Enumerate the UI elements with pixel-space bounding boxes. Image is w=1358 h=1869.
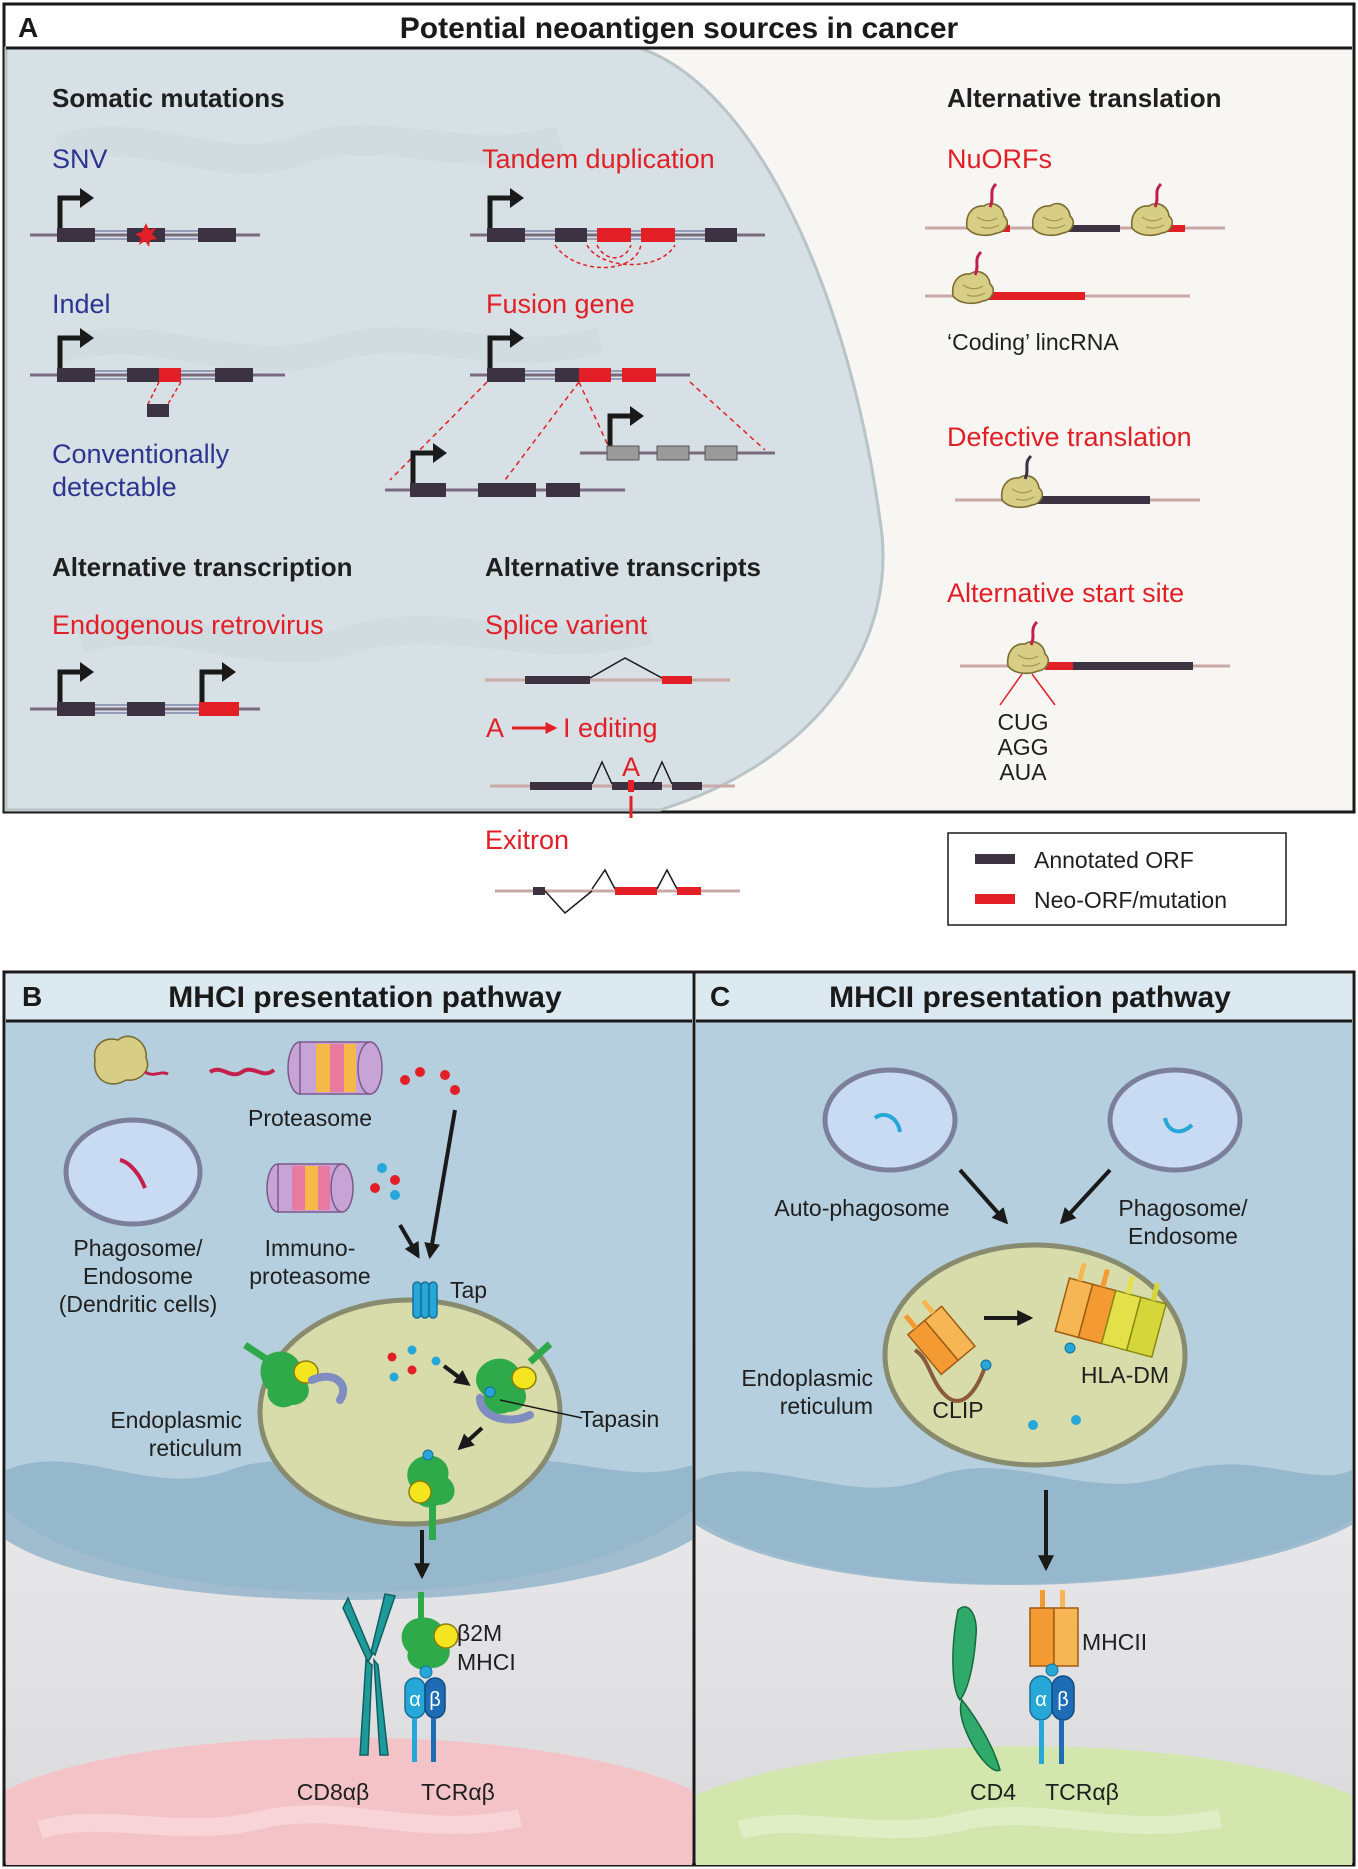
immunoproteasome-label-2: proteasome (249, 1263, 370, 1289)
mhci-label: MHCI (457, 1649, 516, 1675)
hla-dm-label: HLA-DM (1081, 1362, 1169, 1388)
panel-c: C MHCII presentation pathway Auto-phagos… (692, 970, 1356, 1867)
ribosome-icon (93, 1035, 169, 1085)
tcr-c-alpha: α (1035, 1689, 1047, 1711)
defective-translation-label: Defective translation (947, 422, 1192, 452)
cd4-label: CD4 (970, 1779, 1016, 1805)
splice-variant-label: Splice varient (485, 610, 648, 640)
immunoproteasome-label-1: Immuno- (265, 1235, 356, 1261)
splice-variant-diagram (485, 657, 730, 684)
tcr-b-beta: β (429, 1689, 441, 1711)
editing-diagram (490, 760, 735, 818)
tcr-b-icon (404, 1677, 446, 1762)
mhci-surface-icon (401, 1592, 459, 1679)
nuorfs-diagram (925, 182, 1225, 237)
tcr-c-beta: β (1057, 1689, 1069, 1711)
exitron-label: Exitron (485, 825, 569, 855)
lincrna-diagram (925, 250, 1190, 305)
phagosome-b-label-3: (Dendritic cells) (59, 1291, 217, 1317)
cd8-label: CD8αβ (297, 1779, 370, 1805)
phagosome-b-label-1: Phagosome/ (73, 1235, 203, 1261)
mhci-exiting-icon (407, 1449, 455, 1540)
phagosome-c-label-1: Phagosome/ (1118, 1195, 1248, 1221)
legend-neo-label: Neo-ORF/mutation (1034, 887, 1227, 913)
somatic-mutations-heading: Somatic mutations (52, 83, 285, 113)
codon-agg: AGG (997, 734, 1048, 760)
er-b-label-1: Endoplasmic (110, 1407, 242, 1433)
codon-cug: CUG (997, 709, 1048, 735)
clip-label: CLIP (932, 1397, 983, 1423)
tap-icon (412, 1281, 438, 1319)
peptide-icon (208, 1067, 276, 1077)
er-b (257, 1297, 563, 1527)
erv-label: Endogenous retrovirus (52, 610, 324, 640)
tapasin-label: Tapasin (580, 1406, 659, 1432)
cd8-icon (342, 1593, 396, 1756)
autophagosome-label: Auto-phagosome (774, 1195, 949, 1221)
fusion-gene-diagram (385, 328, 775, 497)
conventionally-label: Conventionally (52, 439, 230, 469)
snv-label: SNV (52, 144, 108, 174)
proteasome-label: Proteasome (248, 1105, 372, 1131)
codon-aua: AUA (999, 759, 1047, 785)
legend: Annotated ORF Neo-ORF/mutation (947, 832, 1287, 926)
mhci-er-right-icon (476, 1341, 553, 1424)
edit-mark-a: A (622, 752, 640, 782)
mhcii-surface-icon (1029, 1590, 1079, 1677)
panel-c-title: MHCII presentation pathway (829, 981, 1231, 1014)
panel-a: A Potential neoantigen sources in cancer… (2, 2, 1356, 926)
detectable-label: detectable (52, 472, 177, 502)
legend-annotated-label: Annotated ORF (1034, 847, 1194, 873)
autophagosome-icon (822, 1067, 958, 1173)
indel-label: Indel (52, 289, 111, 319)
er-b-label-2: reticulum (149, 1435, 242, 1461)
fusion-gene-label: Fusion gene (486, 289, 635, 319)
mhci-er-left-icon (243, 1342, 348, 1408)
snv-gene-diagram (30, 188, 260, 247)
panel-a-title: Potential neoantigen sources in cancer (400, 12, 959, 45)
editing-a-label: A (486, 713, 504, 743)
tcr-b-alpha: α (409, 1689, 421, 1711)
lincrna-label: ‘Coding’ lincRNA (947, 329, 1119, 355)
tandem-duplication-diagram (470, 188, 765, 269)
phagosome-b-label-2: Endosome (83, 1263, 193, 1289)
cd4-icon (952, 1606, 1001, 1772)
alt-translation-heading: Alternative translation (947, 83, 1222, 113)
panel-b-letter: B (22, 981, 42, 1012)
alt-transcription-heading: Alternative transcription (52, 552, 353, 582)
mhcii-label: MHCII (1082, 1629, 1147, 1655)
panel-c-letter: C (710, 981, 730, 1012)
tap-label: Tap (450, 1277, 487, 1303)
tcr-b-label: TCRαβ (421, 1779, 495, 1805)
phagosome-c-icon (1107, 1067, 1243, 1173)
cell-body (4, 46, 885, 812)
alt-start-site-label: Alternative start site (947, 578, 1184, 608)
alt-transcripts-heading: Alternative transcripts (485, 552, 761, 582)
phagosome-b-icon (63, 1117, 203, 1227)
proteasome-icon (287, 1041, 383, 1095)
er-c-label-2: reticulum (780, 1393, 873, 1419)
tcr-c-icon (1029, 1675, 1075, 1764)
legend-neo-swatch (975, 894, 1015, 904)
editing-rest-label: I editing (563, 713, 658, 743)
snv-star-icon (135, 223, 157, 247)
nuorfs-label: NuORFs (947, 144, 1052, 174)
mhcii-clip-icon (903, 1299, 992, 1403)
immunoproteasome-icon (266, 1163, 354, 1213)
panel-b: B MHCI presentation pathway Proteasome P… (2, 970, 696, 1867)
legend-annotated-swatch (975, 854, 1015, 864)
tandem-duplication-label: Tandem duplication (482, 144, 715, 174)
er-c-label-1: Endoplasmic (741, 1365, 873, 1391)
defective-translation-diagram (955, 454, 1200, 509)
alt-start-diagram (960, 620, 1230, 706)
tcr-c-label: TCRαβ (1045, 1779, 1119, 1805)
phagosome-c-label-2: Endosome (1128, 1223, 1238, 1249)
panel-b-title: MHCI presentation pathway (168, 981, 562, 1014)
erv-diagram (30, 662, 260, 716)
exitron-diagram (495, 868, 740, 915)
panel-a-letter: A (18, 12, 38, 43)
hla-dm-icon (1054, 1262, 1167, 1359)
b2m-label: β2M (457, 1620, 502, 1646)
indel-gene-diagram (30, 328, 285, 417)
